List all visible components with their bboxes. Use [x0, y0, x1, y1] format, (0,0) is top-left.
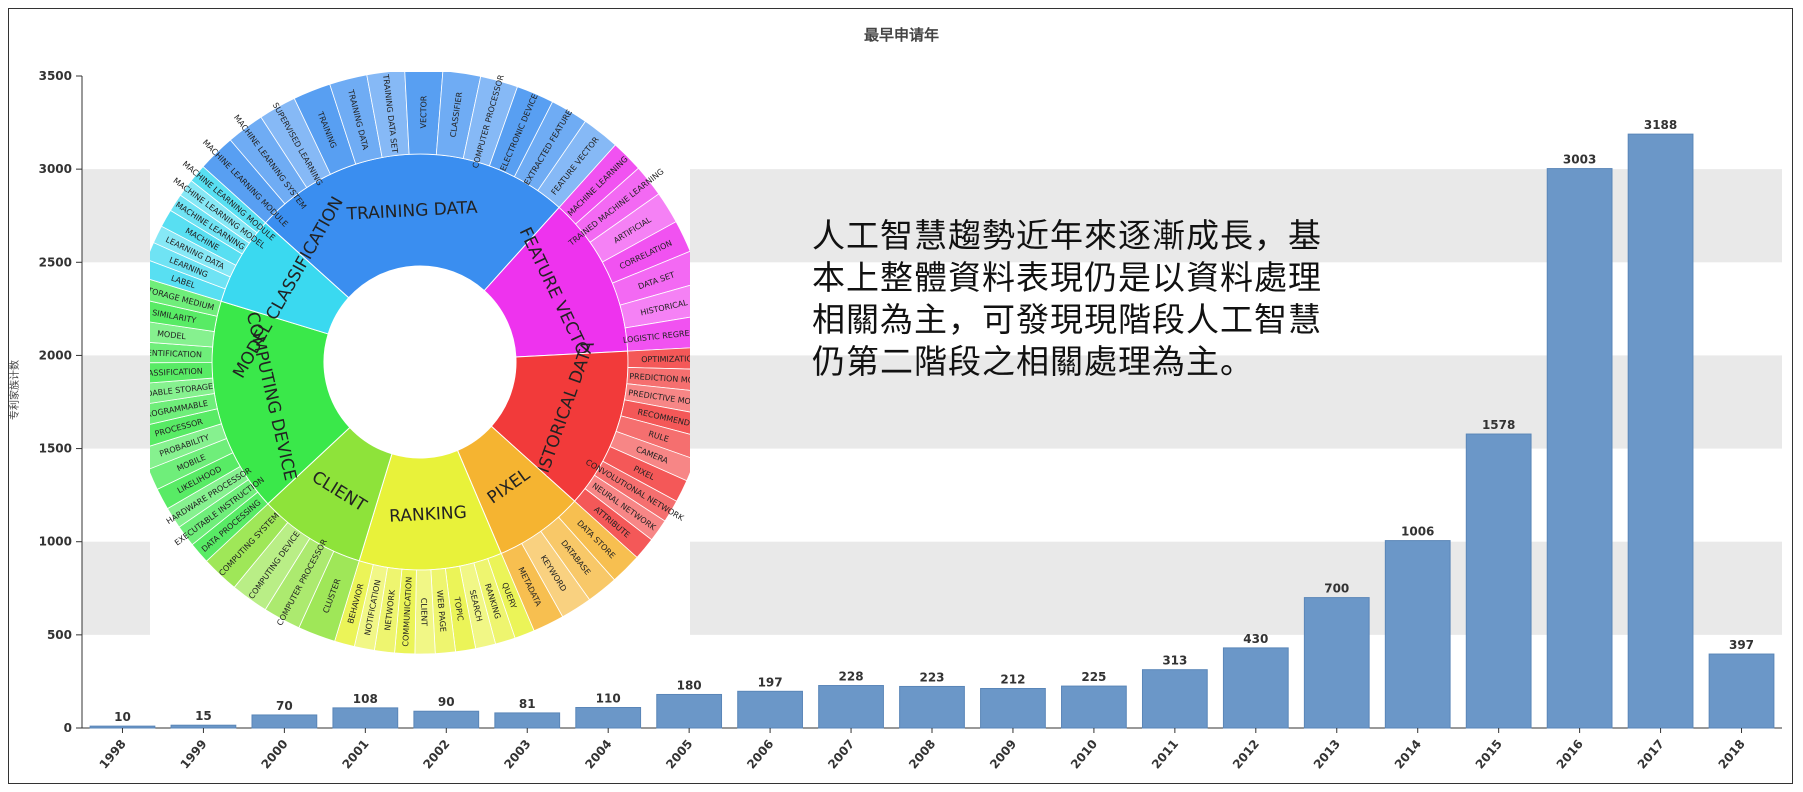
y-axis-label: 专利家族计数 — [10, 360, 21, 420]
y-tick-label: 3500 — [39, 69, 72, 83]
x-tick-label: 2005 — [663, 737, 695, 772]
sunburst-outer-label: IDENTIFICATION — [150, 348, 202, 359]
sunburst-outer-segment — [190, 166, 266, 234]
x-tick-label: 2004 — [582, 737, 614, 772]
data-label: 1006 — [1401, 525, 1434, 539]
x-tick-label: 2012 — [1230, 737, 1262, 772]
data-label: 110 — [596, 692, 621, 706]
bar — [1061, 685, 1127, 729]
x-tick-label: 2002 — [420, 737, 452, 772]
x-tick-label: 2011 — [1149, 737, 1181, 772]
x-tick-label: 2013 — [1311, 737, 1343, 772]
bar — [818, 685, 884, 729]
y-tick-label: 2000 — [39, 348, 72, 362]
sunburst-outer-label: VECTOR — [419, 95, 428, 128]
bar — [737, 690, 803, 729]
y-tick-label: 500 — [47, 628, 72, 642]
annotation-line: 本上整體資料表現仍是以資料處理 — [812, 258, 1322, 297]
bar — [1222, 647, 1289, 729]
data-label: 223 — [919, 670, 944, 684]
data-label: 180 — [677, 678, 702, 692]
bar — [1465, 433, 1532, 729]
x-tick-label: 2001 — [339, 737, 371, 772]
bar — [89, 725, 156, 729]
x-tick-label: 2009 — [987, 737, 1019, 772]
bar — [656, 693, 723, 729]
bar — [1708, 653, 1775, 729]
x-tick-label: 2006 — [744, 737, 776, 772]
x-tick-label: 2010 — [1068, 737, 1100, 772]
data-label: 15 — [195, 709, 212, 723]
x-tick-label: 2017 — [1635, 737, 1667, 772]
data-label: 197 — [758, 675, 783, 689]
bar — [170, 724, 237, 729]
sunburst-outer-label: CLASSIFICATION — [150, 367, 203, 379]
y-tick-label: 3000 — [39, 162, 72, 176]
data-label: 225 — [1081, 670, 1106, 684]
data-label: 397 — [1729, 638, 1754, 652]
data-label: 3003 — [1563, 153, 1596, 167]
bar — [1546, 168, 1613, 729]
data-label: 81 — [519, 697, 536, 711]
data-label: 3188 — [1644, 118, 1677, 132]
data-label: 10 — [114, 710, 131, 724]
data-label: 700 — [1324, 582, 1349, 596]
sunburst-outer-label: OPTIMIZATION — [641, 354, 690, 364]
x-tick-label: 2000 — [258, 737, 290, 772]
x-tick-label: 2016 — [1554, 737, 1586, 772]
x-tick-label: 2014 — [1392, 737, 1424, 772]
annotation-line: 人工智慧趨勢近年來逐漸成長，基 — [812, 216, 1322, 255]
sunburst-outer-label: COMMUNICATION — [401, 577, 414, 647]
sunburst-inner-label: RANKING — [389, 503, 467, 527]
annotation-line: 相關為主，可發現現階段人工智慧 — [812, 300, 1322, 339]
data-label: 70 — [276, 699, 293, 713]
y-tick-label: 1500 — [39, 442, 72, 456]
annotation-line: 仍第二階段之相關處理為主。 — [812, 342, 1254, 381]
x-tick-label: 2015 — [1473, 737, 1505, 772]
x-tick-label: 1998 — [97, 737, 129, 772]
bar — [332, 707, 399, 729]
annotation-text: 人工智慧趨勢近年來逐漸成長，基 本上整體資料表現仍是以資料處理 相關為主，可發現… — [812, 215, 1372, 383]
data-label: 108 — [353, 692, 378, 706]
x-tick-label: 2008 — [906, 737, 938, 772]
data-label: 212 — [1000, 673, 1025, 687]
data-label: 313 — [1162, 654, 1187, 668]
bar — [251, 714, 318, 729]
bar — [1627, 133, 1694, 729]
chart-title: 最早申请年 — [863, 26, 939, 44]
y-tick-label: 0 — [64, 721, 72, 735]
x-tick-label: 2018 — [1716, 737, 1748, 772]
data-label: 1578 — [1482, 418, 1515, 432]
x-tick-label: 1999 — [178, 737, 210, 772]
data-label: 90 — [438, 695, 455, 709]
sunburst-outer-label: TOPIC — [452, 595, 465, 621]
bar — [494, 712, 561, 729]
x-tick-label: 2007 — [825, 737, 857, 772]
y-tick-label: 1000 — [39, 535, 72, 549]
sunburst-outer-label: CLIENT — [419, 598, 428, 627]
x-tick-label: 2003 — [501, 737, 533, 772]
bar — [1384, 540, 1451, 729]
y-tick-label: 2500 — [39, 255, 72, 269]
sunburst-outer-label: WEB PAGE — [435, 590, 448, 633]
bar — [1141, 669, 1208, 729]
bar — [413, 710, 480, 729]
data-label: 430 — [1243, 632, 1268, 646]
bar — [980, 688, 1046, 729]
sunburst-outer-label: MODEL — [157, 329, 187, 341]
bar — [1303, 597, 1370, 729]
bar — [575, 707, 642, 729]
data-label: 228 — [839, 670, 864, 684]
bar — [899, 685, 965, 729]
